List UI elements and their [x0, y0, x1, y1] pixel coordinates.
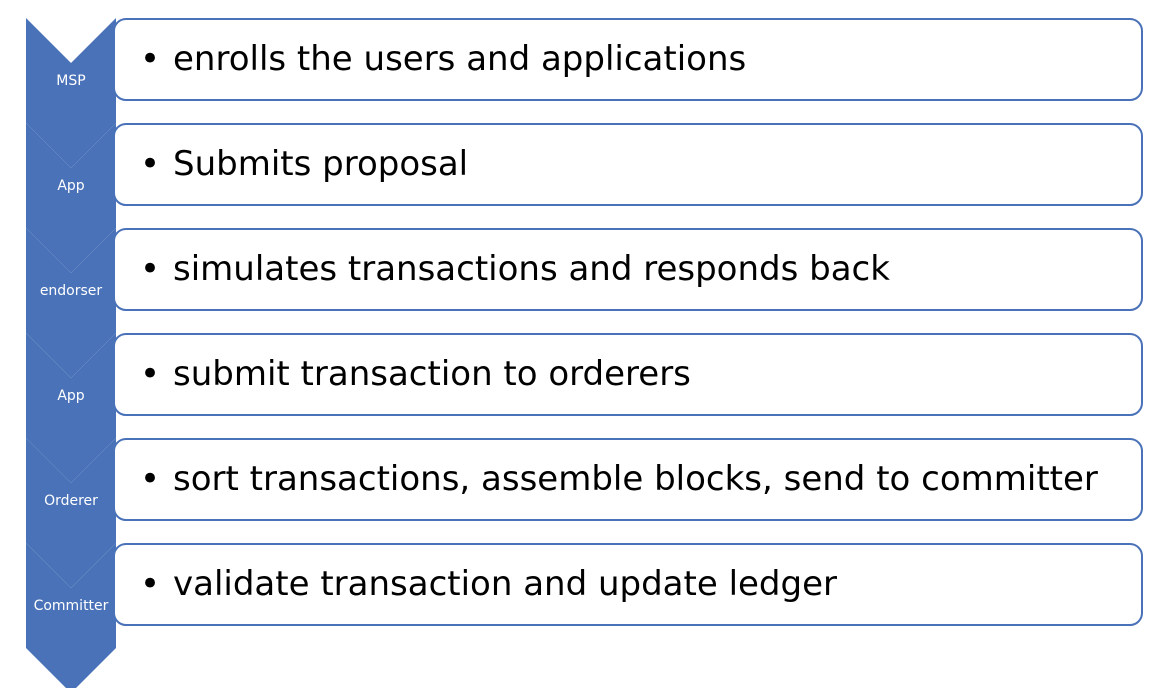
step-text-box — [113, 333, 1143, 416]
step-label: Committer — [34, 598, 109, 614]
step-description: validate transaction and update ledger — [173, 564, 837, 604]
step-description: Submits proposal — [173, 144, 468, 184]
process-step: MSP • enrolls the users and applications — [26, 18, 1143, 168]
step-chevron — [26, 333, 116, 483]
step-chevron — [26, 18, 116, 168]
step-text-box — [113, 18, 1143, 101]
step-label: Orderer — [44, 493, 98, 509]
step-description: simulates transactions and responds back — [173, 249, 890, 289]
step-text-box — [113, 123, 1143, 206]
bullet-icon: • — [140, 564, 160, 604]
process-step: App • submit transaction to orderers — [26, 333, 1143, 483]
step-label: App — [57, 388, 84, 404]
step-text-box — [113, 543, 1143, 626]
step-text-box — [113, 438, 1143, 521]
process-step: Committer • validate transaction and updat… — [26, 543, 1143, 688]
process-steps: MSP • enrolls the users and applicationsAp… — [26, 18, 1143, 688]
step-description: sort transactions, assemble blocks, send… — [173, 459, 1098, 499]
process-step: endorser • simulates transactions and resp… — [26, 228, 1143, 378]
step-label: endorser — [40, 283, 103, 299]
bullet-icon: • — [140, 249, 160, 289]
step-text-box — [113, 228, 1143, 311]
process-step: Orderer • sort transactions, assemble bloc… — [26, 438, 1143, 588]
step-chevron — [26, 438, 116, 588]
step-chevron — [26, 228, 116, 378]
process-step: App • Submits proposal — [26, 123, 1143, 273]
bullet-icon: • — [140, 354, 160, 394]
step-description: enrolls the users and applications — [173, 39, 746, 79]
bullet-icon: • — [140, 39, 160, 79]
bullet-icon: • — [140, 144, 160, 184]
step-label: App — [57, 178, 84, 194]
step-chevron — [26, 543, 116, 688]
bullet-icon: • — [140, 459, 160, 499]
step-label: MSP — [56, 73, 85, 89]
step-description: submit transaction to orderers — [173, 354, 691, 394]
step-chevron — [26, 123, 116, 273]
